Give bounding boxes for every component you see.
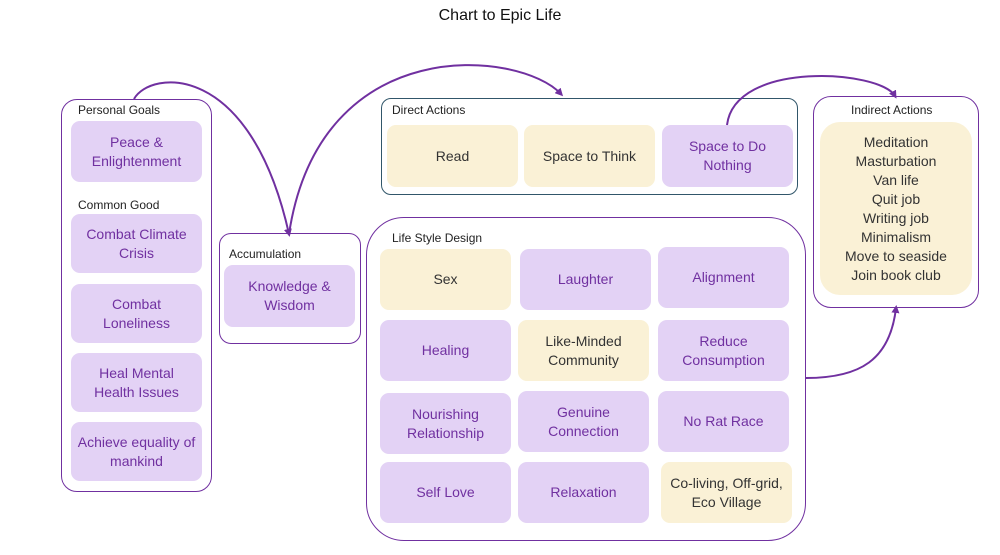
- node-relaxation: Relaxation: [518, 462, 649, 523]
- group-label-accumulation: Accumulation: [229, 247, 302, 261]
- group-label-direct-actions: Direct Actions: [392, 103, 466, 117]
- list-item: Minimalism: [861, 228, 931, 245]
- list-item: Van life: [873, 171, 919, 188]
- node-nourishing-relationship: Nourishing Relationship: [380, 393, 511, 454]
- node-self-love: Self Love: [380, 462, 511, 523]
- node-knowledge-wisdom: Knowledge & Wisdom: [224, 265, 355, 327]
- group-label-life-style-design: Life Style Design: [392, 231, 483, 245]
- node-peace-enlightenment: Peace & Enlightenment: [71, 121, 202, 182]
- node-genuine-connection: Genuine Connection: [518, 391, 649, 452]
- node-space-to-do-nothing: Space to Do Nothing: [662, 125, 793, 187]
- list-item: Meditation: [863, 133, 929, 150]
- list-item: Quit job: [871, 190, 921, 207]
- arrow-life-style-design-to-indirect-actions: [805, 305, 900, 379]
- group-label-indirect-actions: Indirect Actions: [851, 103, 933, 117]
- list-item: Move to seaside: [845, 247, 947, 264]
- node-no-rat-race: No Rat Race: [658, 391, 789, 452]
- list-item: Join book club: [851, 266, 941, 283]
- node-alignment: Alignment: [658, 247, 789, 308]
- group-label-common-good: Common Good: [78, 198, 160, 212]
- node-indirect-actions-list: Meditation Masturbation Van life Quit jo…: [820, 122, 972, 295]
- node-co-living: Co-living, Off-grid, Eco Village: [661, 462, 792, 523]
- node-sex: Sex: [380, 249, 511, 310]
- list-item: Writing job: [863, 209, 929, 226]
- list-item: Masturbation: [855, 152, 937, 169]
- node-read: Read: [387, 125, 518, 187]
- group-label-personal-goals: Personal Goals: [78, 103, 161, 117]
- node-like-minded-community: Like-Minded Community: [518, 320, 649, 381]
- node-combat-loneliness: Combat Loneliness: [71, 284, 202, 343]
- node-achieve-equality: Achieve equality of mankind: [71, 422, 202, 481]
- node-laughter: Laughter: [520, 249, 651, 310]
- node-combat-climate-crisis: Combat Climate Crisis: [71, 214, 202, 273]
- chart-title: Chart to Epic Life: [438, 7, 562, 24]
- node-healing: Healing: [380, 320, 511, 381]
- node-reduce-consumption: Reduce Consumption: [658, 320, 789, 381]
- node-heal-mental-health: Heal Mental Health Issues: [71, 353, 202, 412]
- node-space-to-think: Space to Think: [524, 125, 655, 187]
